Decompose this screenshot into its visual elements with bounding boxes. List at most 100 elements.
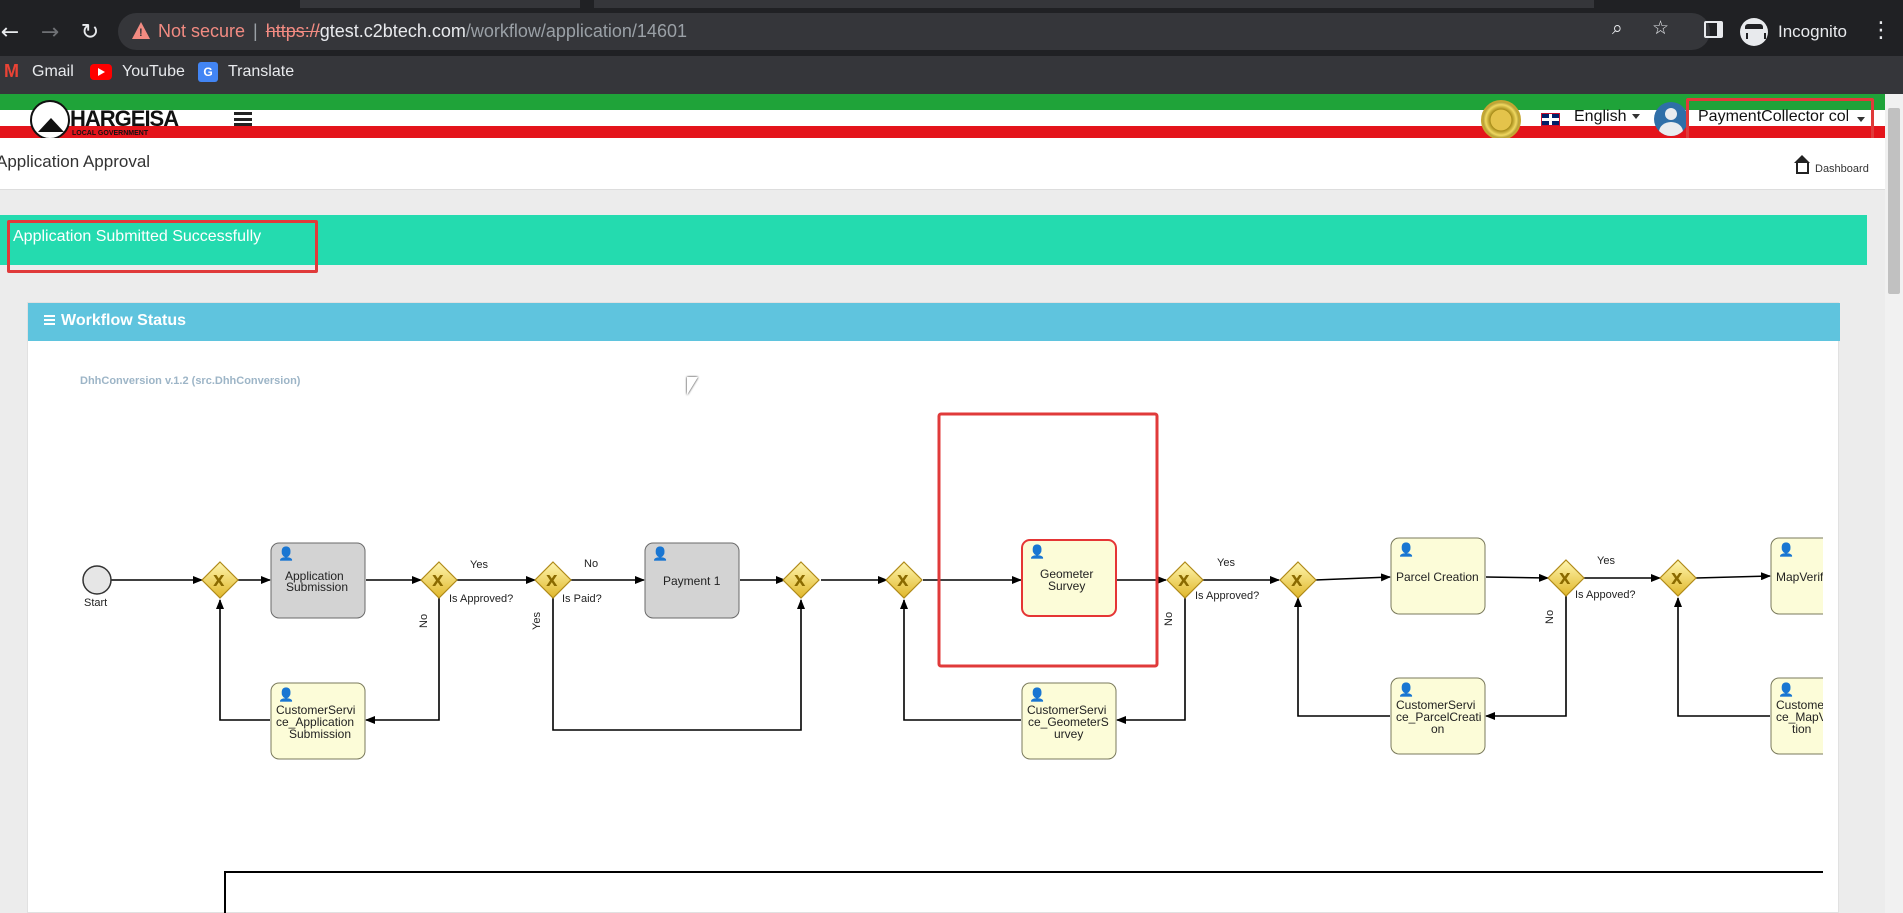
svg-text:ce_GeometerS: ce_GeometerS bbox=[1028, 715, 1109, 729]
flow-label-no: No bbox=[1544, 610, 1556, 624]
sequence-flow bbox=[900, 599, 1021, 721]
task-customerservice-application-submission[interactable]: 👤 CustomerServi ce_Application Submissio… bbox=[270, 682, 366, 760]
url-path: /workflow/application/14601 bbox=[465, 21, 687, 41]
highlight-box-geometer bbox=[937, 412, 1159, 668]
alert-message: Application Submitted Successfully bbox=[13, 228, 262, 245]
scrollbar-thumb[interactable] bbox=[1888, 108, 1900, 294]
task-geometer-survey[interactable]: 👤 Geometer Survey bbox=[1021, 539, 1117, 617]
home-icon[interactable] bbox=[1794, 155, 1810, 174]
success-alert: Application Submitted Successfully bbox=[0, 215, 1867, 265]
caret-down-icon bbox=[1857, 117, 1865, 122]
bookmark-translate[interactable]: G Translate bbox=[198, 56, 294, 88]
address-bar[interactable]: ! Not secure|https://gtest.c2btech.com/w… bbox=[118, 13, 1710, 50]
user-task-icon: 👤 bbox=[1398, 682, 1414, 698]
uk-flag-icon bbox=[1541, 113, 1560, 126]
gateway-x-icon: X bbox=[546, 572, 558, 590]
gateway-x-icon: X bbox=[213, 572, 225, 590]
bookmark-label: Gmail bbox=[32, 63, 74, 80]
avatar[interactable] bbox=[1654, 102, 1688, 136]
flow-label-yes: Yes bbox=[1597, 555, 1615, 567]
user-menu[interactable]: PaymentCollector coh bbox=[1698, 108, 1848, 125]
gateway[interactable]: X bbox=[885, 561, 923, 599]
user-task-icon: 👤 bbox=[1398, 542, 1414, 558]
browser-menu-icon[interactable]: ⋮ bbox=[1870, 18, 1892, 43]
gateway[interactable]: X bbox=[534, 561, 572, 599]
user-task-icon: 👤 bbox=[652, 546, 668, 562]
sequence-flow bbox=[1116, 598, 1186, 724]
gmail-icon bbox=[4, 61, 24, 82]
bookmark-youtube[interactable]: YouTube bbox=[90, 56, 185, 88]
sequence-flow bbox=[365, 598, 440, 724]
header-stripe-white bbox=[0, 110, 1885, 126]
gateway[interactable]: X bbox=[420, 561, 458, 599]
language-selector[interactable]: English bbox=[1574, 108, 1641, 126]
back-arrow-icon[interactable]: ← bbox=[0, 19, 20, 45]
task-map-verification[interactable]: 👤 MapVerifi bbox=[1770, 537, 1865, 615]
forward-arrow-icon[interactable]: → bbox=[40, 19, 60, 45]
gateway-x-icon: X bbox=[432, 572, 444, 590]
svg-text:Submission: Submission bbox=[286, 580, 348, 594]
next-swimlane bbox=[224, 871, 1823, 913]
header-stripe-red bbox=[0, 126, 1885, 138]
flow-label-no: No bbox=[1163, 612, 1175, 626]
browser-tab[interactable] bbox=[594, 0, 1594, 8]
user-task-icon: 👤 bbox=[1029, 544, 1045, 560]
sequence-flow bbox=[1674, 597, 1770, 717]
bookmark-label: YouTube bbox=[122, 63, 185, 80]
highlight-box-alert bbox=[7, 220, 318, 273]
browser-tab[interactable] bbox=[300, 0, 580, 8]
incognito-profile[interactable]: Incognito bbox=[1740, 16, 1847, 48]
page-scrollbar[interactable] bbox=[1885, 94, 1903, 913]
svg-text:CustomerServi: CustomerServi bbox=[276, 703, 355, 717]
warning-icon bbox=[132, 22, 150, 39]
start-event[interactable] bbox=[82, 565, 112, 595]
url-host: gtest.c2btech.com bbox=[319, 21, 466, 41]
warning-mark: ! bbox=[139, 27, 143, 39]
logo-subtext: LOCAL GOVERNMENT bbox=[72, 130, 149, 137]
task-customerservice-map-verification[interactable]: 👤 Custome ce_MapV tion bbox=[1770, 677, 1865, 755]
panel-title: Workflow Status bbox=[61, 312, 187, 329]
task-application-submission[interactable]: 👤 Application Submission bbox=[270, 542, 366, 619]
gateway[interactable]: X bbox=[1659, 559, 1697, 597]
gateway-label: Is Approved? bbox=[1195, 590, 1259, 602]
caret-down-icon bbox=[1632, 114, 1641, 120]
sequence-flow bbox=[1695, 572, 1771, 581]
hamburger-menu-icon[interactable] bbox=[234, 112, 252, 126]
task-customerservice-parcel-creation[interactable]: 👤 CustomerServi ce_ParcelCreati on bbox=[1390, 677, 1486, 755]
svg-text:CustomerServi: CustomerServi bbox=[1027, 703, 1106, 717]
gateway-label: Is Paid? bbox=[562, 593, 602, 605]
gateway[interactable]: X bbox=[1166, 561, 1204, 599]
url-separator: | bbox=[253, 21, 258, 41]
url-text[interactable]: Not secure|https://gtest.c2btech.com/wor… bbox=[158, 13, 687, 50]
svg-text:Payment 1: Payment 1 bbox=[663, 574, 721, 588]
breadcrumb-dashboard[interactable]: Dashboard bbox=[1815, 163, 1869, 175]
gateway[interactable]: X bbox=[782, 561, 820, 599]
reload-icon[interactable]: ↻ bbox=[80, 19, 100, 45]
url-scheme: https:// bbox=[265, 21, 320, 41]
task-payment[interactable]: 👤 Payment 1 bbox=[644, 542, 740, 619]
bookmark-gmail[interactable]: Gmail bbox=[4, 56, 74, 88]
bookmark-star-icon[interactable]: ☆ bbox=[1652, 17, 1670, 39]
zoom-icon[interactable]: ⌕ bbox=[1612, 17, 1623, 39]
task-customerservice-geometer-survey[interactable]: 👤 CustomerServi ce_GeometerS urvey bbox=[1021, 682, 1117, 760]
translate-icon: G bbox=[198, 62, 218, 82]
gateway[interactable]: X bbox=[1547, 559, 1585, 597]
sequence-flow bbox=[1314, 573, 1391, 582]
gateway[interactable]: X bbox=[1279, 561, 1317, 599]
gateway-x-icon: X bbox=[897, 572, 909, 590]
svg-text:ce_Application: ce_Application bbox=[276, 715, 354, 729]
panel-header: Workflow Status bbox=[28, 303, 1840, 341]
gateway[interactable]: X bbox=[201, 561, 239, 599]
user-task-icon: 👤 bbox=[278, 687, 294, 703]
incognito-icon bbox=[1740, 18, 1768, 46]
process-version: DhhConversion v.1.2 (src.DhhConversion) bbox=[80, 375, 301, 387]
task-parcel-creation[interactable]: 👤 Parcel Creation bbox=[1390, 537, 1486, 615]
gateway-x-icon: X bbox=[1291, 572, 1303, 590]
sequence-flow bbox=[1294, 597, 1390, 717]
site-logo-icon[interactable] bbox=[30, 100, 70, 140]
side-panel-icon[interactable] bbox=[1704, 21, 1723, 38]
sequence-flow bbox=[552, 598, 805, 731]
flow-label-no: No bbox=[584, 558, 598, 570]
government-seal-icon bbox=[1481, 100, 1521, 140]
flow-label-yes: Yes bbox=[1217, 557, 1235, 569]
